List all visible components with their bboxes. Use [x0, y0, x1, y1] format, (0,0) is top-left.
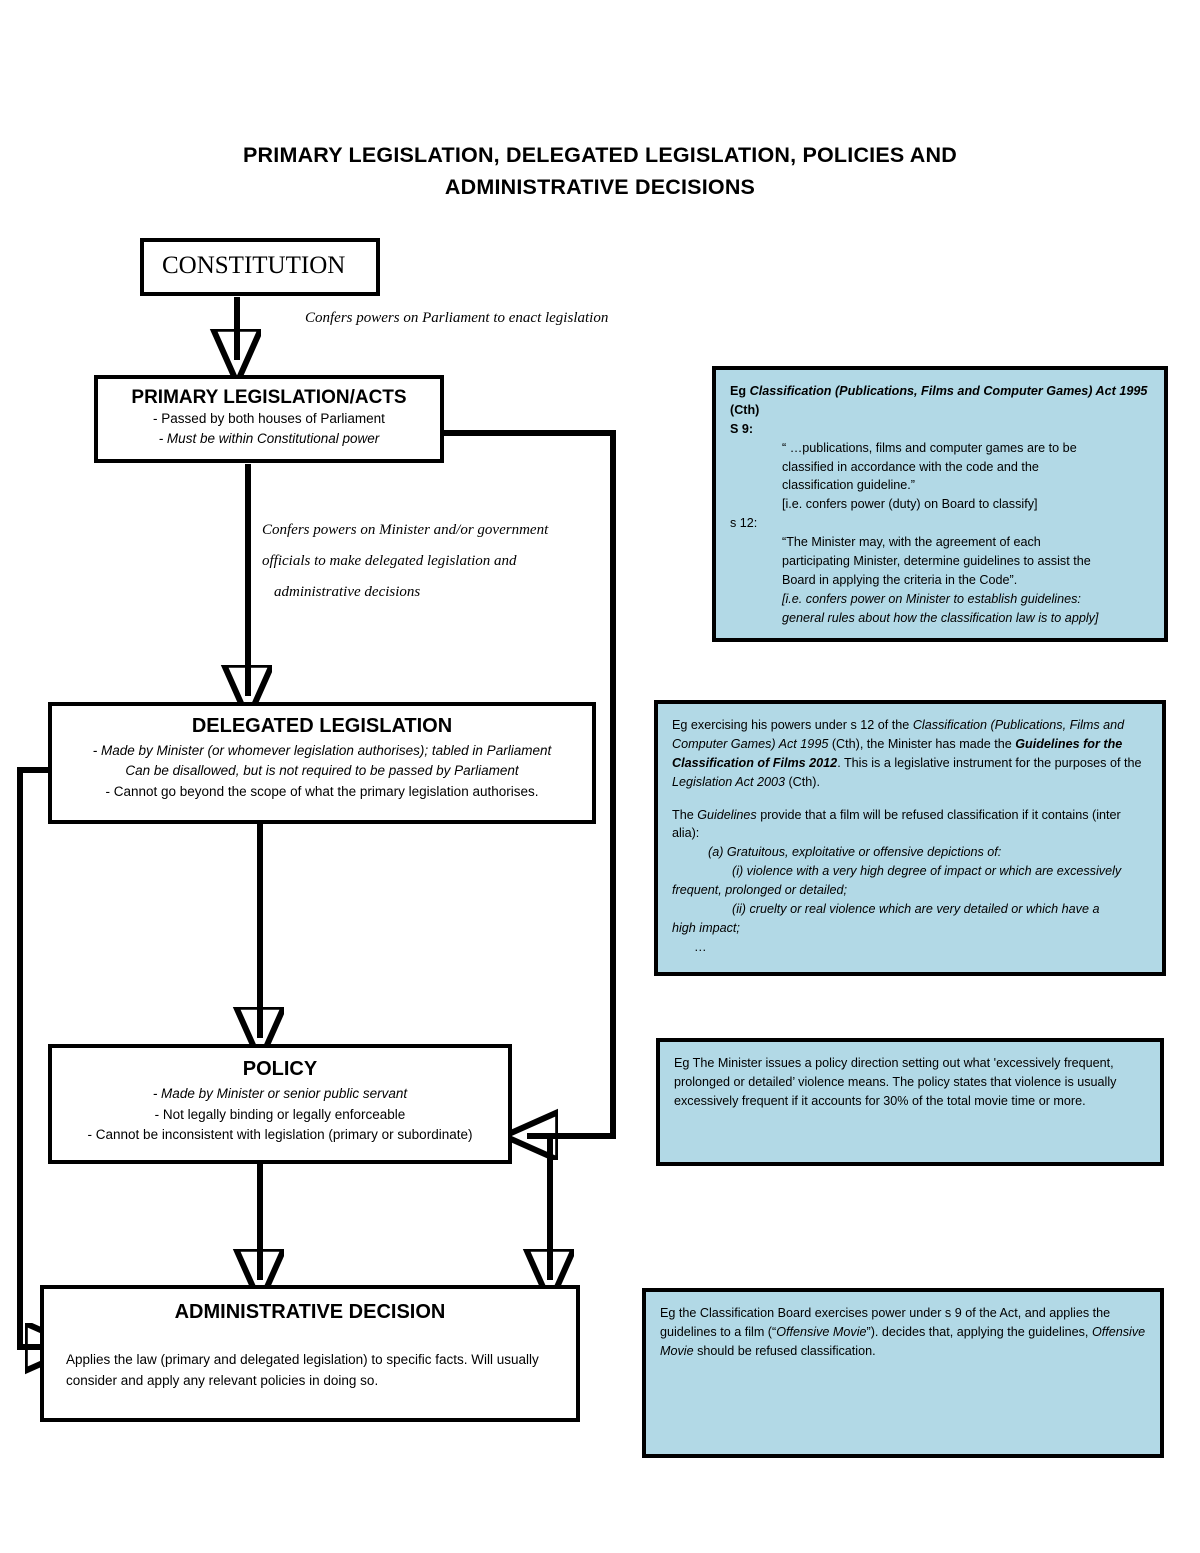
node-administrative-decision: ADMINISTRATIVE DECISION Applies the law …	[40, 1285, 580, 1422]
example-admin-film-title-1: Offensive Movie	[776, 1324, 867, 1339]
node-policy-bullet-1: - Made by Minister or senior public serv…	[152, 1086, 408, 1101]
node-delegated-bullet-2: Can be disallowed, but is not required t…	[125, 763, 519, 779]
example-primary-s9-quote-1: “ …publications, films and computer game…	[782, 440, 1077, 455]
node-delegated-bullet-1: - Made by Minister (or whomever legislat…	[92, 743, 552, 758]
example-admin-film-title-2: Offensive Movie	[660, 1324, 1146, 1358]
node-admin-heading: ADMINISTRATIVE DECISION	[174, 1301, 446, 1323]
node-delegated-heading: DELEGATED LEGISLATION	[191, 715, 453, 737]
example-box-administrative-decision: Eg the Classification Board exercises po…	[642, 1288, 1164, 1458]
example-primary-s12-note-2: general rules about how the classificati…	[782, 610, 1099, 625]
label-confers-powers-parliament: Confers powers on Parliament to enact le…	[305, 310, 609, 326]
example-admin-part-1: Eg the Classification Board exercises po…	[660, 1306, 1111, 1339]
example-delegated-p1-a: Eg exercising his powers under s 12 of t…	[672, 718, 913, 732]
example-delegated-guidelines-title: Guidelines for the Classification of Fil…	[672, 736, 1123, 770]
example-delegated-item-a: (a) Gratuitous, exploitative or offensiv…	[708, 845, 1002, 860]
example-primary-s9-quote-2: classified in accordance with the code a…	[782, 459, 1039, 474]
node-delegated-legislation: DELEGATED LEGISLATION - Made by Minister…	[48, 702, 596, 824]
label-confers-minister-line-1: Confers powers on Minister and/or govern…	[262, 522, 549, 538]
example-delegated-p1-d: (Cth).	[784, 774, 820, 789]
example-primary-s9-quote-3: classification guideline.”	[782, 478, 916, 493]
node-delegated-bullet-3: - Cannot go beyond the scope of what the…	[105, 783, 539, 799]
example-delegated-item-i: (i) violence with a very high degree of …	[732, 864, 1122, 879]
example-admin-part-2: ”). decides that, applying the guideline…	[866, 1324, 1092, 1339]
page-title-line-1: PRIMARY LEGISLATION, DELEGATED LEGISLATI…	[243, 143, 957, 167]
example-admin-part-3: should be refused classification.	[693, 1343, 876, 1358]
example-primary-s12-quote-1: “The Minister may, with the agreement of…	[782, 535, 1041, 550]
example-delegated-p1-c: . This is a legislative instrument for t…	[837, 755, 1142, 770]
example-primary-s12-label: s 12:	[730, 516, 758, 531]
page-title: PRIMARY LEGISLATION, DELEGATED LEGISLATI…	[180, 140, 1020, 204]
node-admin-body: Applies the law (primary and delegated l…	[66, 1352, 539, 1388]
example-admin-text: Eg the Classification Board exercises po…	[660, 1304, 1146, 1361]
example-primary-act-suffix: (Cth)	[730, 402, 760, 417]
example-delegated-paragraph-1: Eg exercising his powers under s 12 of t…	[672, 716, 1148, 792]
example-delegated-p2-a: The	[672, 807, 698, 822]
example-delegated-item-i-cont: frequent, prolonged or detailed;	[672, 883, 848, 898]
node-policy-heading: POLICY	[242, 1058, 318, 1080]
label-confers-minister-line-3: administrative decisions	[274, 583, 421, 600]
example-primary-s9-note: [i.e. confers power (duty) on Board to c…	[782, 497, 1038, 512]
example-delegated-paragraph-2: The Guidelines provide that a film will …	[672, 806, 1148, 844]
example-delegated-item-ii-cont: high impact;	[672, 920, 740, 935]
example-delegated-spacer	[672, 792, 1148, 806]
example-delegated-act-2: Legislation Act 2003	[672, 774, 785, 789]
example-delegated-p1-b: (Cth), the Minister has made the	[828, 736, 1016, 751]
node-policy-bullet-3: - Cannot be inconsistent with legislatio…	[87, 1127, 473, 1143]
example-box-policy: Eg The Minister issues a policy directio…	[656, 1038, 1164, 1166]
example-primary-s12-quote-2: participating Minister, determine guidel…	[782, 554, 1091, 569]
example-delegated-ellipsis: …	[694, 939, 707, 954]
example-box-delegated-legislation: Eg exercising his powers under s 12 of t…	[654, 700, 1166, 976]
page-title-line-2: ADMINISTRATIVE DECISIONS	[444, 174, 756, 199]
example-primary-s12-note-1: [i.e. confers power on Minister to estab…	[782, 591, 1081, 606]
example-primary-eg-prefix: Eg	[730, 384, 750, 398]
node-primary-heading: PRIMARY LEGISLATION/ACTS	[131, 387, 407, 408]
example-delegated-item-ii: (ii) cruelty or real violence which are …	[732, 902, 1100, 917]
node-constitution-heading: CONSTITUTION	[162, 252, 346, 279]
example-delegated-guidelines-ref: Guidelines	[697, 807, 757, 822]
node-primary-bullet-1: - Passed by both houses of Parliament	[153, 411, 385, 426]
label-confers-powers-minister: Confers powers on Minister and/or govern…	[262, 515, 622, 607]
example-primary-act-title: Classification (Publications, Films and …	[749, 384, 1148, 398]
example-policy-text: Eg The Minister issues a policy directio…	[674, 1056, 1117, 1108]
node-policy: POLICY - Made by Minister or senior publ…	[48, 1044, 512, 1164]
node-primary-bullet-2: - Must be within Constitutional power	[158, 430, 380, 446]
node-constitution: CONSTITUTION	[140, 238, 380, 296]
example-primary-s9-label: S 9:	[730, 421, 754, 436]
label-confers-minister-line-2: officials to make delegated legislation …	[262, 552, 517, 569]
node-primary-legislation: PRIMARY LEGISLATION/ACTS - Passed by bot…	[94, 375, 444, 463]
example-box-primary-legislation: Eg Classification (Publications, Films a…	[712, 366, 1168, 642]
example-delegated-p2-b: provide that a film will be refused clas…	[672, 807, 1121, 841]
node-policy-bullet-2: - Not legally binding or legally enforce…	[154, 1106, 406, 1122]
example-primary-s12-quote-3: Board in applying the criteria in the Co…	[782, 572, 1018, 587]
example-primary-act-line: Eg Classification (Publications, Films a…	[730, 382, 1150, 420]
example-delegated-act-1: Classification (Publications, Films and …	[672, 718, 1125, 751]
